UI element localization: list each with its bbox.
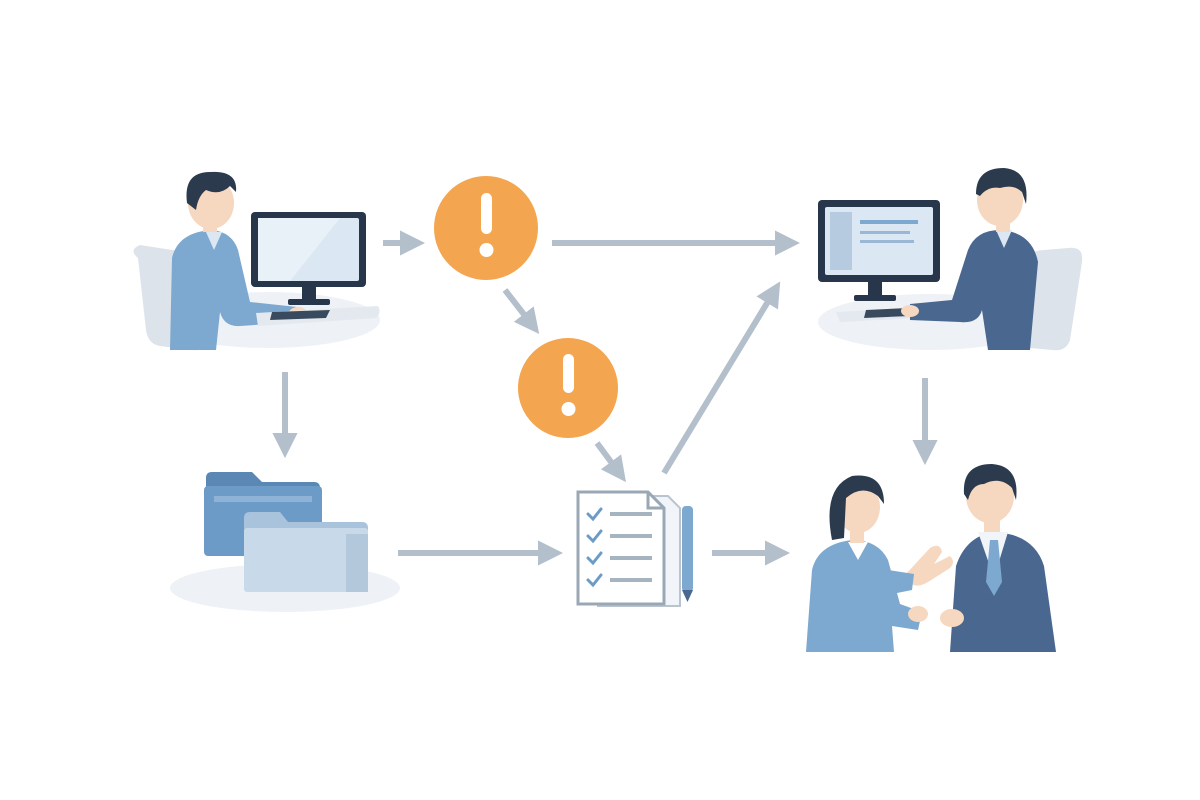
arrow-alert-2-to-checklist bbox=[594, 441, 627, 483]
person-at-computer-icon bbox=[818, 168, 1083, 351]
checklist-document-icon bbox=[576, 490, 693, 607]
exclamation-icon bbox=[518, 338, 618, 438]
flow-arrows bbox=[272, 230, 938, 566]
arrow-checklist-to-worker-right bbox=[661, 281, 781, 475]
exclamation-icon bbox=[434, 176, 538, 280]
arrow-alert-1-to-alert-2 bbox=[502, 288, 540, 334]
two-people-talking-icon bbox=[806, 464, 1056, 652]
person-at-computer-icon bbox=[133, 171, 380, 351]
folders-icon bbox=[170, 472, 400, 612]
